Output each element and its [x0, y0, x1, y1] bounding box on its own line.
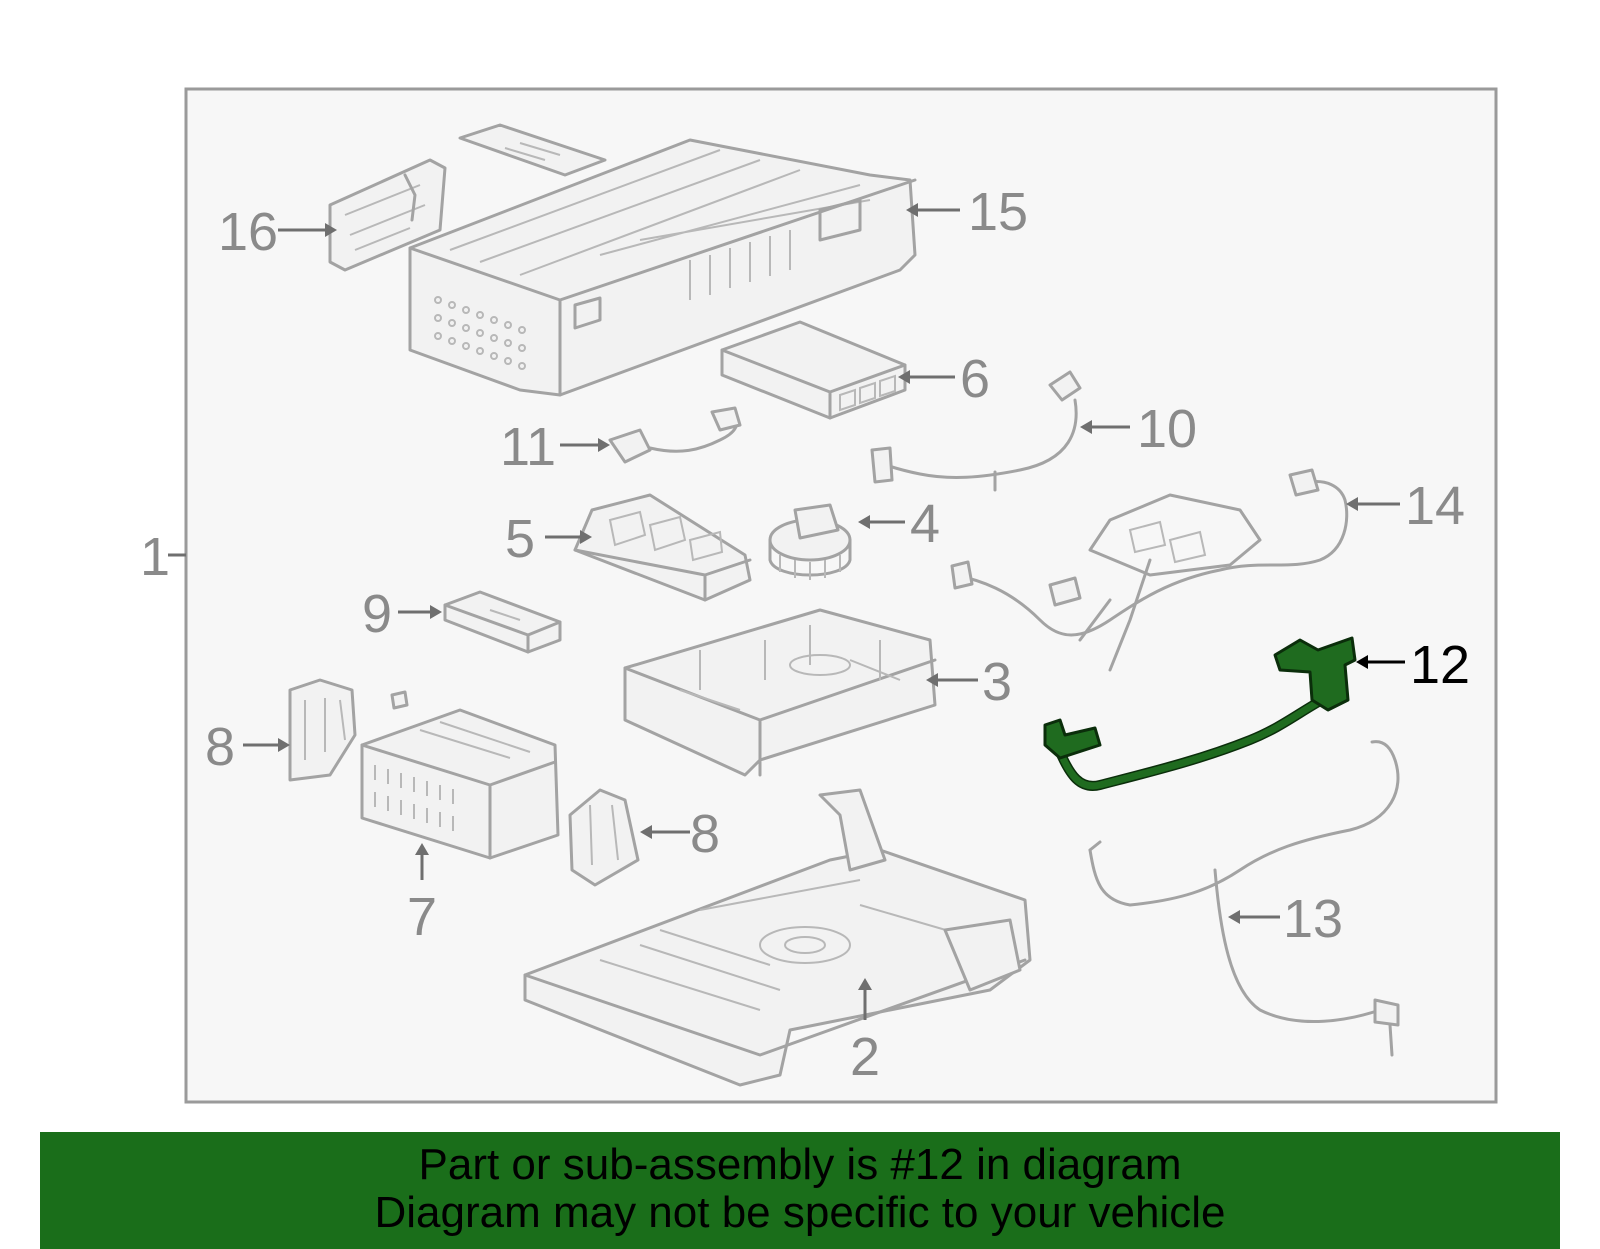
callout-4[interactable]: 4	[910, 494, 940, 554]
part-11-harness[interactable]	[608, 406, 742, 464]
arrow-12	[1356, 655, 1368, 669]
arrow-4	[858, 515, 870, 529]
callout-1[interactable]: 1	[140, 527, 170, 587]
callout-2[interactable]: 2	[850, 1027, 880, 1087]
part-7-cell-module[interactable]	[360, 690, 560, 860]
callout-11[interactable]: 11	[500, 417, 556, 477]
arrow-8a	[278, 738, 290, 752]
part-3-tray[interactable]	[623, 608, 937, 777]
part-13-cable[interactable]	[1088, 740, 1400, 1057]
arrow-6	[898, 370, 910, 384]
part-8-bracket-left[interactable]	[288, 678, 357, 782]
callout-7[interactable]: 7	[407, 887, 437, 947]
part-8-bracket-right[interactable]	[568, 788, 640, 887]
arrow-16	[325, 223, 337, 237]
part-4-fan[interactable]	[768, 503, 852, 580]
part-5-junction-block[interactable]	[573, 493, 752, 602]
part-9-module[interactable]	[443, 590, 562, 654]
arrow-14	[1346, 497, 1358, 511]
part-10-cable[interactable]	[870, 370, 1082, 492]
banner-line-part-info: Part or sub-assembly is #12 in diagram	[418, 1140, 1182, 1189]
info-banner: Part or sub-assembly is #12 in diagram D…	[40, 1132, 1560, 1249]
arrow-13	[1228, 910, 1240, 924]
label-plate[interactable]	[458, 123, 607, 177]
arrow-5	[580, 530, 592, 544]
banner-line-disclaimer: Diagram may not be specific to your vehi…	[374, 1188, 1226, 1237]
part-15-battery-pack[interactable]	[408, 138, 917, 397]
arrow-11	[598, 438, 610, 452]
arrow-7	[415, 843, 429, 855]
callout-8a[interactable]: 8	[205, 717, 235, 777]
callout-10[interactable]: 10	[1137, 399, 1197, 459]
arrow-3	[926, 673, 938, 687]
callout-6[interactable]: 6	[960, 349, 990, 409]
callout-16[interactable]: 16	[218, 202, 278, 262]
callout-14[interactable]: 14	[1405, 476, 1465, 536]
callout-12[interactable]: 12	[1410, 635, 1470, 695]
arrow-2	[858, 978, 872, 990]
part-2-frame[interactable]	[523, 788, 1032, 1087]
arrow-9	[430, 605, 442, 619]
arrow-8b	[640, 825, 652, 839]
arrow-15	[906, 203, 918, 217]
part-6-control-module[interactable]	[720, 320, 907, 420]
arrow-10	[1080, 420, 1092, 434]
callout-3[interactable]: 3	[982, 652, 1012, 712]
part-14-harness[interactable]	[950, 468, 1349, 672]
part-12-highlighted-harness[interactable]	[1043, 636, 1357, 791]
part-16-bracket[interactable]	[328, 158, 447, 272]
callout-9[interactable]: 9	[362, 584, 392, 644]
callout-8b[interactable]: 8	[690, 804, 720, 864]
callout-15[interactable]: 15	[968, 182, 1028, 242]
callout-13[interactable]: 13	[1283, 889, 1343, 949]
callout-5[interactable]: 5	[505, 509, 535, 569]
